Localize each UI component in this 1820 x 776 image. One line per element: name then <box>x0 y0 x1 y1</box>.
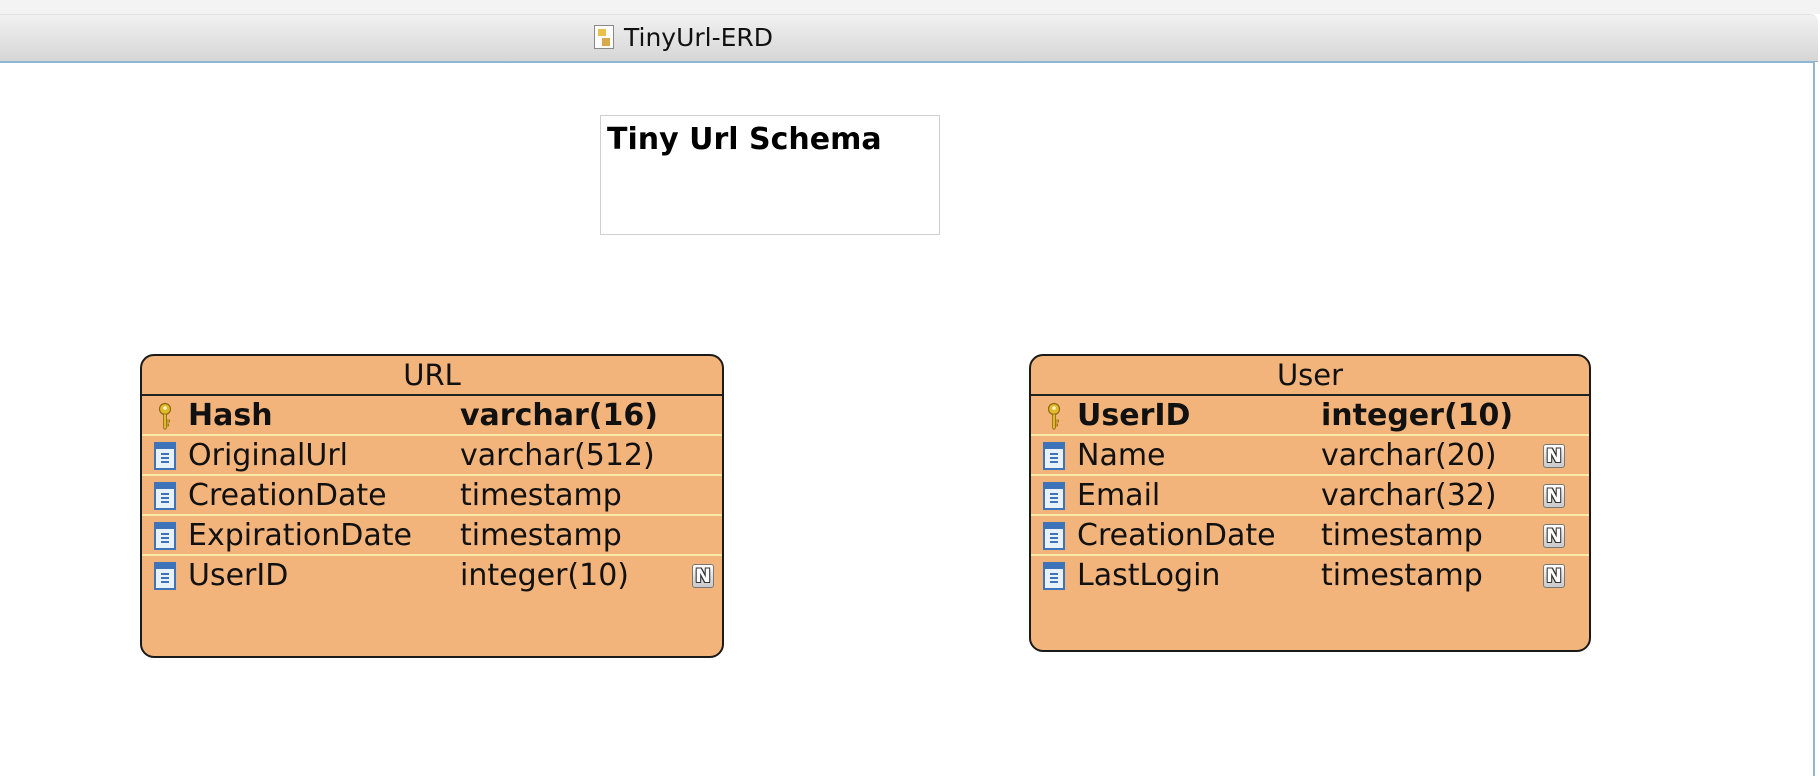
window-top-strip <box>0 0 1820 14</box>
column-name: Name <box>1077 438 1166 473</box>
nullable-icon: N <box>692 564 714 588</box>
nullable-icon: N <box>1543 564 1565 588</box>
column-name: CreationDate <box>188 478 387 513</box>
column-row[interactable]: Hash varchar(16) <box>142 396 722 436</box>
column-name: Hash <box>188 398 273 433</box>
column-row[interactable]: UserID integer(10) <box>1031 396 1589 436</box>
schema-note[interactable]: Tiny Url Schema <box>600 115 940 235</box>
column-type: varchar(20) <box>1321 438 1497 473</box>
nullable-icon: N <box>1543 484 1565 508</box>
key-icon <box>154 402 176 431</box>
column-type: varchar(16) <box>460 398 658 433</box>
editor-tab[interactable]: TinyUrl-ERD <box>594 22 773 52</box>
column-icon <box>154 482 176 510</box>
column-type: integer(10) <box>460 558 629 593</box>
entity-columns: UserID integer(10) Name varchar(20) N Email va… <box>1031 396 1589 596</box>
editor-tab-bar <box>0 14 1818 62</box>
column-row[interactable]: LastLogin timestamp N <box>1031 556 1589 596</box>
column-row[interactable]: OriginalUrl varchar(512) <box>142 436 722 476</box>
column-row[interactable]: Email varchar(32) N <box>1031 476 1589 516</box>
column-name: OriginalUrl <box>188 438 349 473</box>
column-type: timestamp <box>1321 518 1483 553</box>
key-icon <box>1043 402 1065 431</box>
column-row[interactable]: CreationDate timestamp N <box>1031 516 1589 556</box>
column-row[interactable]: CreationDate timestamp <box>142 476 722 516</box>
column-name: Email <box>1077 478 1161 513</box>
column-name: ExpirationDate <box>188 518 412 553</box>
column-type: integer(10) <box>1321 398 1514 433</box>
editor-tab-label: TinyUrl-ERD <box>624 22 774 52</box>
column-name: UserID <box>1077 398 1191 433</box>
entity-url[interactable]: URL Hash varchar(16) OriginalUrl varchar(51… <box>140 354 724 658</box>
entity-title: URL <box>142 356 722 396</box>
column-type: timestamp <box>460 518 622 553</box>
column-icon <box>1043 562 1065 590</box>
nullable-icon: N <box>1543 444 1565 468</box>
column-icon <box>154 522 176 550</box>
column-type: timestamp <box>460 478 622 513</box>
column-type: timestamp <box>1321 558 1483 593</box>
column-type: varchar(32) <box>1321 478 1497 513</box>
column-row[interactable]: Name varchar(20) N <box>1031 436 1589 476</box>
column-row[interactable]: ExpirationDate timestamp <box>142 516 722 556</box>
column-icon <box>1043 522 1065 550</box>
column-name: CreationDate <box>1077 518 1276 553</box>
column-icon <box>154 562 176 590</box>
column-icon <box>154 442 176 470</box>
column-icon <box>1043 442 1065 470</box>
diagram-file-icon <box>594 25 614 49</box>
schema-note-text: Tiny Url Schema <box>607 122 882 157</box>
column-name: UserID <box>188 558 289 593</box>
nullable-icon: N <box>1543 524 1565 548</box>
column-type: varchar(512) <box>460 438 655 473</box>
entity-title: User <box>1031 356 1589 396</box>
column-icon <box>1043 482 1065 510</box>
column-name: LastLogin <box>1077 558 1221 593</box>
column-row[interactable]: UserID integer(10) N <box>142 556 722 596</box>
